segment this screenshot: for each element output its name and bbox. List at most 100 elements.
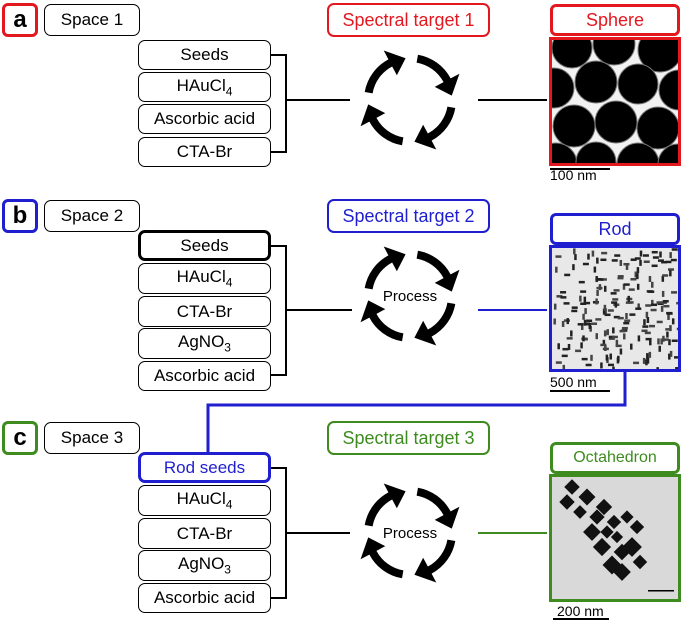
cycle-arrow-segment <box>414 539 456 583</box>
rod-particle <box>637 335 641 342</box>
rod-particle <box>613 289 620 292</box>
rod-particle <box>667 313 670 320</box>
rod-particle <box>625 312 628 319</box>
rod-particle <box>613 315 620 319</box>
rod-particle <box>585 363 592 367</box>
rod-particle <box>553 303 557 310</box>
octahedron-particle <box>620 510 634 524</box>
rod-particle <box>639 259 642 266</box>
scale-bar <box>553 618 609 620</box>
rod-particle <box>669 350 673 357</box>
rod-particle <box>605 354 609 361</box>
rod-particle <box>584 308 587 315</box>
octahedron-particle <box>629 519 645 535</box>
rod-particle <box>623 262 630 266</box>
rod-particle <box>627 295 630 302</box>
rod-particle <box>642 357 646 364</box>
rod-particle <box>617 316 624 320</box>
octahedron-particle <box>578 488 596 506</box>
rod-particle <box>648 275 652 282</box>
reagent-ascorbic-acid: Ascorbic acid <box>138 361 271 391</box>
rod-particle <box>628 288 635 291</box>
cycle-arrow-segment <box>416 250 460 292</box>
rod-particle <box>580 323 584 330</box>
rod-particle <box>643 260 650 263</box>
rod-particle <box>666 312 673 315</box>
reagent-text: HAuCl4 <box>176 267 233 290</box>
rod-particle <box>595 318 602 321</box>
rod-particle <box>668 339 671 346</box>
rod-particle <box>668 353 671 360</box>
rod-particle <box>658 345 661 352</box>
rod-particle <box>583 296 587 303</box>
circular-arrows-icon <box>360 483 460 583</box>
cycle-arrow-segment <box>414 106 456 150</box>
rod-particle <box>577 323 584 326</box>
process-label: Process <box>382 288 438 305</box>
rod-particle <box>623 321 630 325</box>
reagent-text: AgNO3 <box>178 332 231 355</box>
rod-particle <box>607 309 614 312</box>
rod-particle <box>669 270 672 277</box>
rod-particle <box>584 301 591 305</box>
rod-particle <box>601 251 608 255</box>
micrograph-rod <box>549 245 681 372</box>
rod-particle <box>656 301 663 304</box>
rod-particle <box>624 319 631 322</box>
rod-particle <box>580 342 583 349</box>
rod-particle <box>571 306 578 309</box>
shape-label-rod: Rod <box>550 213 680 245</box>
rod-particle <box>668 268 675 271</box>
rod-particle <box>590 354 593 361</box>
rod-particle <box>619 348 623 355</box>
rod-particle <box>579 295 582 302</box>
rod-particle <box>671 248 678 251</box>
rod-particle <box>671 339 678 342</box>
shape-label-octahedron: Octahedron <box>550 442 680 474</box>
rod-particle <box>665 260 672 264</box>
scale-label: 200 nm <box>557 603 604 619</box>
cycle-arrow-segment <box>360 104 404 146</box>
rod-particle <box>596 289 599 296</box>
rod-particle <box>573 248 576 255</box>
rod-particle <box>614 254 621 257</box>
cycle-arrow-segment <box>416 487 460 529</box>
octahedron-particle <box>606 514 622 530</box>
rod-particle <box>675 367 678 369</box>
rod-particle <box>650 308 657 312</box>
rod-particle <box>662 274 669 277</box>
rod-particle <box>615 339 619 346</box>
panel-letter-c: c <box>2 421 38 455</box>
rod-particle <box>555 255 562 258</box>
rod-particle <box>597 278 604 281</box>
rod-particle <box>564 273 571 277</box>
cycle-arrow-segment <box>414 302 456 346</box>
panel-letter-b: b <box>2 199 38 233</box>
rod-particle <box>556 295 563 298</box>
rod-particle <box>669 252 672 259</box>
rod-particle <box>651 281 654 288</box>
cycle-arrow-segment <box>364 483 406 527</box>
inner-scale-bar <box>648 590 674 592</box>
rod-particle <box>570 330 573 337</box>
rod-particle <box>557 343 560 350</box>
rod-particle <box>615 344 622 348</box>
rod-particle <box>645 311 649 318</box>
rod-particle <box>643 319 646 326</box>
rod-particle <box>611 335 618 339</box>
process-label: Process <box>382 525 438 542</box>
space-label: Space 2 <box>44 200 140 232</box>
scale-label: 500 nm <box>550 374 597 390</box>
rod-particle <box>633 361 640 365</box>
octahedron-particle <box>583 523 601 541</box>
rod-particle <box>635 307 642 310</box>
rod-particle <box>581 357 588 361</box>
cycle-arrow-segment <box>416 54 460 96</box>
rod-particle <box>629 313 636 316</box>
rod-particle <box>666 331 669 338</box>
reagent-cta-br: CTA-Br <box>138 296 271 327</box>
rod-particle <box>661 275 665 282</box>
rod-particle <box>603 330 607 337</box>
rod-particle <box>670 258 677 262</box>
rod-particle <box>608 337 615 340</box>
